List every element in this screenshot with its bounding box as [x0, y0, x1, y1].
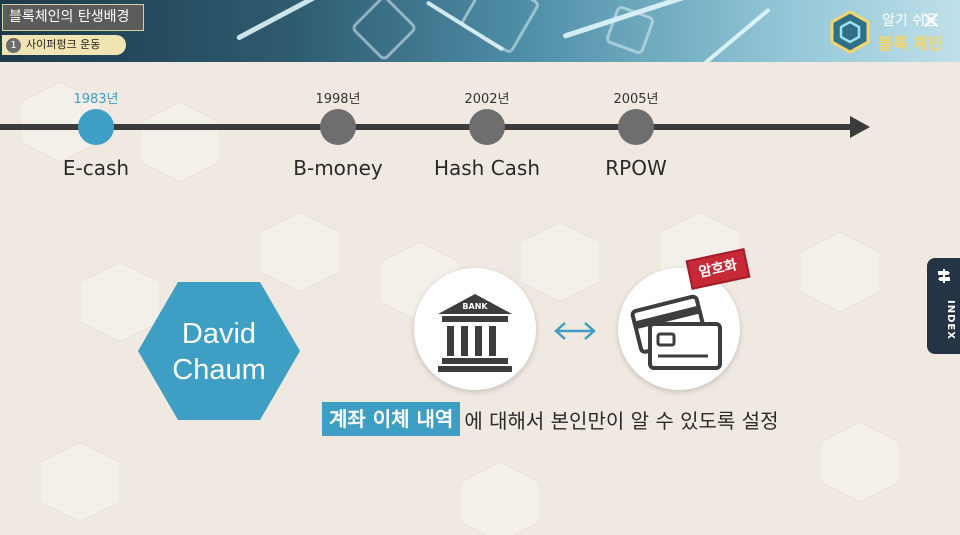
timeline-arrow-head [850, 116, 870, 138]
course-logo: 알기 쉬운 블록 체인 [826, 6, 956, 58]
caption: 계좌 이체 내역 에 대해서 본인만이 알 수 있도록 설정 [322, 402, 778, 436]
network-node [459, 0, 541, 55]
bank-circle: BANK [414, 268, 536, 390]
timeline-dot [618, 109, 654, 145]
section-number: 1 [6, 37, 21, 53]
light-streak [699, 7, 771, 62]
signpost-icon [938, 269, 950, 283]
close-icon[interactable]: ✕ [920, 7, 942, 35]
timeline-year: 1998년 [315, 92, 361, 107]
caption-highlight: 계좌 이체 내역 [322, 402, 461, 436]
bank-label: BANK [462, 302, 488, 311]
timeline-year: 1983년 [73, 92, 119, 107]
person-hexagon: David Chaum [138, 282, 300, 420]
timeline-year: 2005년 [613, 92, 659, 107]
cards-circle [618, 268, 740, 390]
section-label-text: 사이퍼펑크 운동 [26, 38, 101, 51]
index-tab[interactable]: INDEX [927, 258, 960, 354]
timeline-event-label: Hash Cash [433, 156, 541, 180]
bank-icon [438, 294, 512, 372]
timeline-dot-active [78, 109, 114, 145]
caption-text: 에 대해서 본인만이 알 수 있도록 설정 [464, 408, 779, 433]
exchange-arrow-icon [554, 322, 596, 340]
timeline-axis [0, 124, 852, 130]
timeline-dot [320, 109, 356, 145]
person-name: David Chaum [138, 316, 300, 388]
index-tab-label: INDEX [945, 300, 956, 340]
timeline-event-label: B-money [293, 156, 383, 180]
timeline-event-label: E-cash [62, 156, 130, 180]
hexagon-shape [138, 282, 300, 420]
network-node [350, 0, 418, 62]
timeline-year: 2002년 [464, 92, 510, 107]
person-first-name: David [181, 318, 257, 350]
page-title: 블록체인의 탄생배경 [2, 4, 144, 31]
timeline-event-label: RPOW [605, 156, 667, 180]
logo-line1: 알기 쉬운 [882, 13, 938, 29]
hexagon-cube-icon [830, 10, 870, 54]
header-banner [0, 0, 960, 62]
credit-card-icon [630, 294, 722, 370]
timeline-dot [469, 109, 505, 145]
light-streak [235, 0, 345, 41]
logo-line2: 블록 체인 [878, 34, 943, 53]
person-last-name: Chaum [172, 354, 266, 386]
section-label: 1 사이퍼펑크 운동 [2, 35, 126, 55]
network-node [604, 4, 656, 56]
